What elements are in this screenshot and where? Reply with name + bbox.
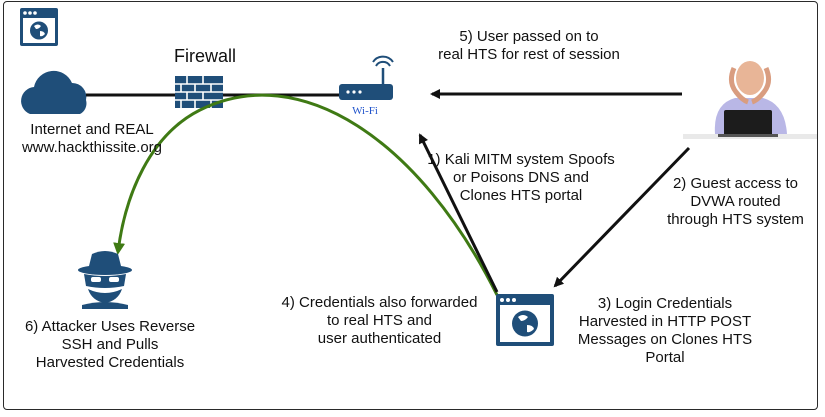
- cloud-icon: [21, 70, 87, 114]
- bottom-browser-icon: [496, 294, 554, 346]
- top-browser-icon: [20, 8, 58, 46]
- step1-arrow: [418, 133, 499, 293]
- step5-label: 5) User passed on to real HTS for rest o…: [438, 28, 620, 63]
- step2-arrow: [553, 146, 691, 288]
- stressed-user-laptop-icon: [683, 61, 817, 139]
- step1-label: 1) Kali MITM system Spoofs or Poisons DN…: [427, 151, 615, 204]
- diagram-frame: [3, 1, 818, 410]
- step2-label: 2) Guest access to DVWA routed through H…: [667, 175, 804, 228]
- firewall-label: Firewall: [173, 46, 236, 66]
- step4-label: 4) Credentials also forwarded to real HT…: [281, 294, 478, 347]
- wifi-label: Wi-Fi: [352, 105, 378, 117]
- internet-label: Internet and REAL www.hackthissite.org: [21, 121, 163, 156]
- step6-label: 6) Attacker Uses Reverse SSH and Pulls H…: [24, 318, 196, 371]
- step3-label: 3) Login Credentials Harvested in HTTP P…: [577, 295, 753, 366]
- hacker-spy-icon: [78, 251, 132, 309]
- credentials-forward-green-arrow: [113, 93, 499, 296]
- wifi-router-icon: [339, 55, 394, 100]
